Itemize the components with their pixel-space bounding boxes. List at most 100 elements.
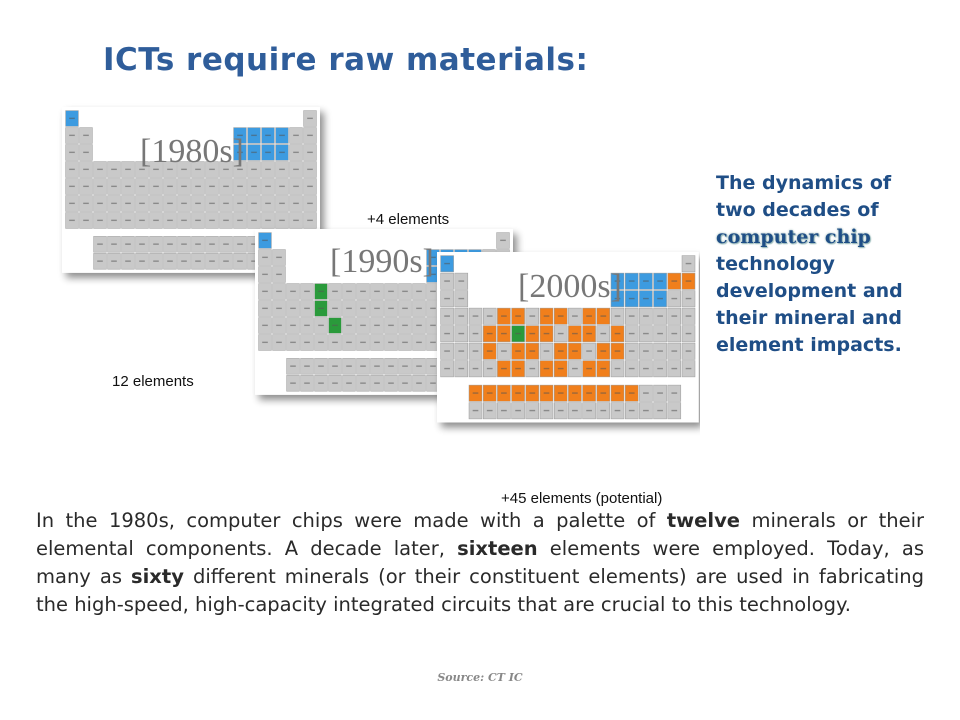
element-symbol-mark: [671, 409, 678, 412]
element-symbol-mark: [181, 243, 187, 245]
element-symbol-mark: [657, 297, 663, 300]
element-symbol-mark: [139, 219, 145, 222]
element-symbol-mark: [125, 185, 131, 188]
element-symbol-mark: [515, 315, 521, 317]
element-symbol-mark: [472, 367, 479, 370]
body-text-4: different minerals (or their constituent…: [36, 565, 925, 616]
element-symbol-mark: [307, 202, 313, 205]
element-symbol-mark: [543, 367, 550, 370]
element-symbol-mark: [388, 307, 394, 310]
element-symbol-mark: [181, 202, 187, 205]
element-symbol-mark: [628, 367, 635, 370]
element-symbol-mark: [251, 202, 257, 205]
element-symbol-mark: [279, 168, 285, 171]
element-symbol-mark: [360, 324, 366, 327]
element-symbol-mark: [572, 350, 578, 352]
element-symbol-mark: [139, 185, 145, 188]
count-label-1990s: +4 elements: [367, 211, 449, 228]
element-symbol-mark: [586, 409, 592, 412]
element-symbol-mark: [346, 307, 352, 310]
element-symbol-mark: [614, 392, 621, 394]
element-symbol-mark: [416, 307, 422, 310]
element-symbol-mark: [671, 297, 678, 300]
element-symbol-mark: [237, 243, 243, 245]
element-symbol-mark: [402, 290, 408, 293]
element-symbol-mark: [614, 315, 621, 317]
element-symbol-mark: [223, 185, 229, 188]
element-symbol-mark: [374, 341, 380, 344]
element-symbol-mark: [139, 260, 145, 262]
element-symbol-mark: [293, 168, 299, 171]
element-symbol-mark: [279, 185, 285, 188]
element-symbol-mark: [515, 332, 521, 335]
element-symbol-mark: [501, 367, 507, 370]
element-symbol-mark: [332, 365, 338, 367]
element-symbol-mark: [515, 392, 521, 394]
element-symbol-mark: [671, 367, 678, 370]
element-symbol-mark: [572, 409, 578, 412]
source-caption: Source: CT IC: [437, 671, 523, 684]
element-symbol-mark: [572, 367, 578, 370]
element-symbol-mark: [643, 392, 649, 394]
element-symbol-mark: [139, 202, 145, 205]
element-symbol-mark: [628, 297, 635, 300]
element-symbol-mark: [416, 382, 422, 384]
element-symbol-mark: [83, 219, 89, 222]
element-symbol-mark: [346, 365, 352, 367]
element-symbol-mark: [195, 202, 201, 205]
element-symbol-mark: [628, 392, 635, 394]
element-symbol-mark: [374, 290, 380, 293]
element-symbol-mark: [83, 151, 89, 154]
element-symbol-mark: [293, 202, 299, 205]
element-symbol-mark: [265, 168, 271, 171]
element-symbol-mark: [402, 307, 408, 310]
element-symbol-mark: [304, 307, 310, 310]
element-symbol-mark: [444, 350, 450, 352]
element-symbol-mark: [458, 315, 465, 317]
element-symbol-mark: [167, 219, 173, 222]
element-symbol-mark: [515, 367, 521, 370]
element-symbol-mark: [265, 151, 271, 154]
element-symbol-mark: [290, 324, 296, 327]
element-symbol-mark: [402, 382, 408, 384]
element-symbol-mark: [614, 297, 621, 300]
element-symbol-mark: [529, 367, 536, 370]
element-symbol-mark: [430, 341, 436, 344]
element-symbol-mark: [515, 350, 521, 352]
element-symbol-mark: [430, 365, 436, 367]
element-symbol-mark: [628, 350, 635, 352]
element-symbol-mark: [685, 280, 692, 282]
element-symbol-mark: [643, 280, 649, 282]
element-symbol-mark: [486, 350, 493, 352]
element-symbol-mark: [374, 365, 380, 367]
element-symbol-mark: [251, 243, 257, 245]
element-symbol-mark: [430, 307, 436, 310]
element-symbol-mark: [251, 219, 257, 222]
element-symbol-mark: [458, 280, 465, 282]
element-symbol-mark: [97, 168, 103, 171]
element-symbol-mark: [557, 409, 564, 412]
element-symbol-mark: [614, 332, 621, 335]
element-symbol-mark: [195, 260, 201, 262]
element-symbol-mark: [628, 409, 635, 412]
element-symbol-mark: [402, 341, 408, 344]
element-symbol-mark: [307, 134, 313, 137]
side-note-text-1: The dynamics of two decades of: [716, 172, 892, 221]
element-symbol-mark: [360, 341, 366, 344]
element-symbol-mark: [472, 409, 479, 412]
era-label-1990s: [1990s]: [330, 243, 434, 280]
element-symbol-mark: [643, 409, 649, 412]
element-symbol-mark: [69, 185, 75, 188]
element-symbol-mark: [360, 307, 366, 310]
element-symbol-mark: [276, 256, 282, 259]
element-symbol-mark: [265, 134, 271, 137]
era-label-1980s: [1980s]: [140, 133, 244, 170]
element-symbol-mark: [262, 256, 268, 259]
element-symbol-mark: [501, 315, 507, 317]
element-symbol-mark: [111, 168, 117, 171]
element-symbol-mark: [293, 134, 299, 137]
element-symbol-mark: [290, 365, 296, 367]
element-symbol-mark: [458, 332, 465, 335]
element-symbol-mark: [501, 409, 507, 412]
element-symbol-mark: [374, 307, 380, 310]
